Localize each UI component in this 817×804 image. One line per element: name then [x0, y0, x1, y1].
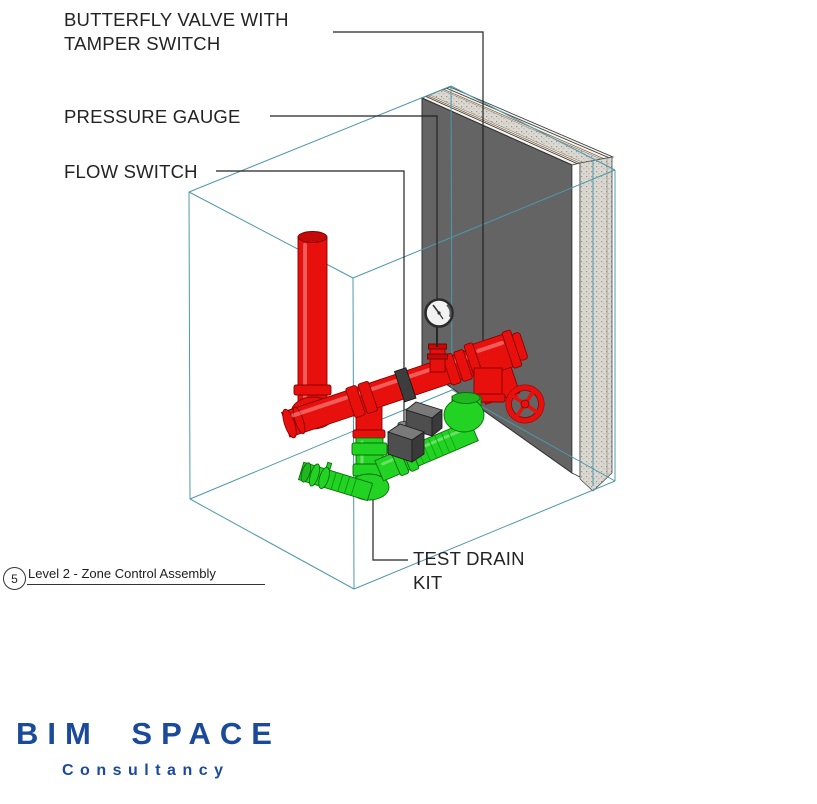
gauge-stub	[427, 343, 448, 373]
viewport-title-underline	[27, 584, 265, 585]
riser-coupling	[293, 384, 332, 396]
test-drain-kit-label-line2: KIT	[413, 572, 443, 593]
test-drain-kit-label: TEST DRAIN KIT	[413, 547, 525, 595]
logo-brand-text: BIM SPACE	[16, 716, 281, 751]
valve-handwheel[interactable]	[503, 384, 545, 424]
drain-outlet-arm	[297, 461, 374, 502]
flow-switch-label: FLOW SWITCH	[64, 161, 198, 182]
valve-outlet-drop	[473, 367, 503, 399]
riser-pipe[interactable]	[293, 231, 332, 410]
grooved-coupling	[345, 385, 366, 418]
fire-main-piping[interactable]	[279, 231, 538, 467]
riser-top-cap	[297, 231, 328, 243]
flow-switch-saddle	[393, 367, 417, 403]
test-drain-kit-label-line1: TEST DRAIN	[413, 548, 525, 569]
viewport-title-text: Level 2 - Zone Control Assembly	[28, 566, 216, 581]
butterfly-valve-label-line1: BUTTERFLY VALVE WITH	[64, 9, 289, 30]
flow-switch-box-lower	[386, 423, 426, 463]
flow-switch-device[interactable]	[386, 401, 443, 463]
test-drain-leader	[372, 492, 408, 561]
detail-number-bubble: 5	[3, 567, 26, 590]
section-box-edge	[450, 85, 453, 391]
pressure-gauge[interactable]	[424, 298, 454, 348]
pressure-gauge-leader	[270, 115, 438, 300]
butterfly-valve-label: BUTTERFLY VALVE WITH TAMPER SWITCH	[64, 8, 289, 56]
logo-tagline-text: Consultancy	[62, 762, 230, 779]
pressure-gauge-label: PRESSURE GAUGE	[64, 106, 241, 127]
butterfly-valve-leader	[333, 31, 484, 351]
gauge-needle	[432, 304, 440, 314]
wall-joint-strip	[571, 162, 581, 478]
leader-lines	[216, 31, 484, 561]
butterfly-valve-label-line2: TAMPER SWITCH	[64, 33, 221, 54]
flow-switch-leader	[216, 170, 405, 427]
